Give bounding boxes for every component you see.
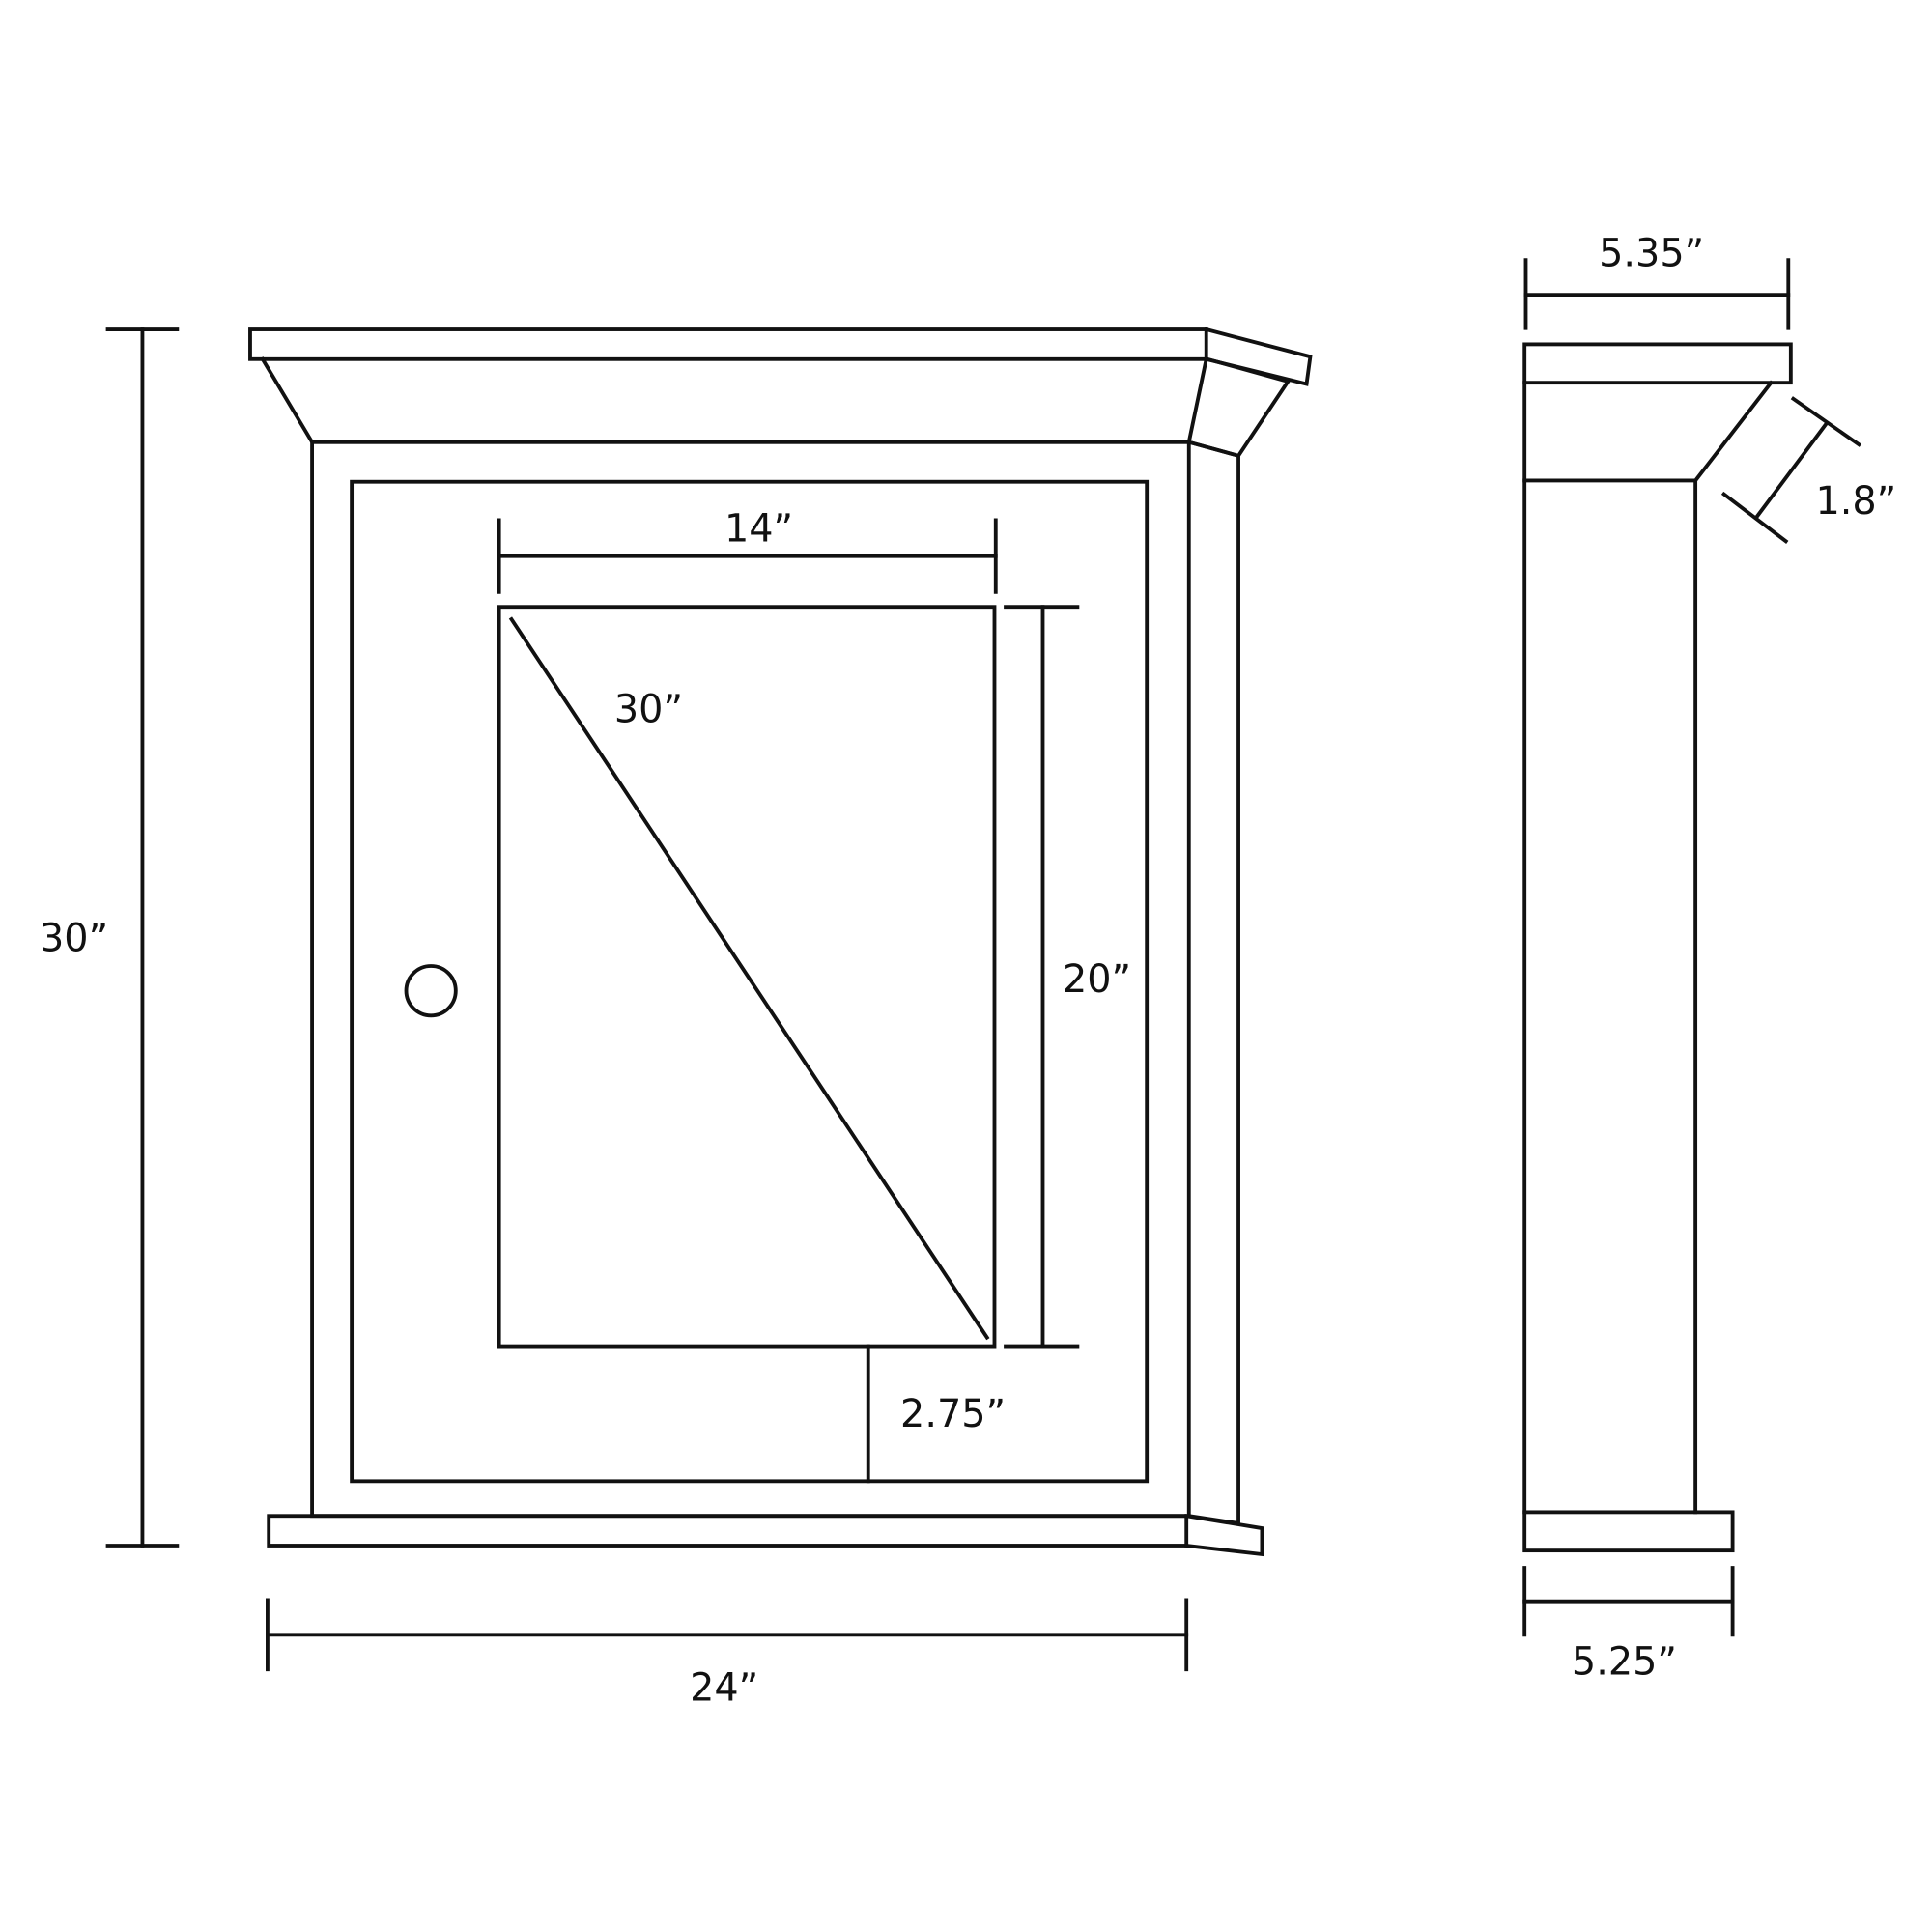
base-board <box>267 1514 1189 1548</box>
mirror-height-label: 20” <box>1063 957 1131 1002</box>
bottom-depth-label: 5.25” <box>1572 1639 1677 1684</box>
crown-depth-label: 1.8” <box>1815 479 1896 524</box>
mirror-diagonal-label: 30” <box>614 687 683 731</box>
side-base <box>1522 1510 1735 1553</box>
cabinet-side <box>1186 440 1240 1526</box>
base-side-return <box>1183 1514 1264 1557</box>
mirror-width-label: 14” <box>724 506 793 551</box>
crown-top-board <box>248 327 1208 361</box>
crown-depth-tick <box>1720 491 1789 544</box>
crown-depth-dimension-line <box>1753 422 1829 521</box>
side-crown-molding <box>1522 380 1775 483</box>
door-panel <box>350 479 1150 1484</box>
mirror <box>497 605 997 1349</box>
side-view: 5.35” 1.8” 5.25” <box>1522 232 1896 1684</box>
top-depth-label: 5.35” <box>1599 232 1704 276</box>
overall-height-label: 30” <box>40 917 108 961</box>
crown-molding <box>260 356 1208 444</box>
mirror-diagonal-line <box>508 616 990 1341</box>
crown-side-return <box>1204 327 1313 386</box>
overall-width-label: 24” <box>690 1665 758 1710</box>
crown-depth-tick <box>1790 396 1862 447</box>
door-knob <box>404 964 458 1018</box>
front-view: 30” 24” 14” 20” 30” 2.75” <box>40 327 1313 1710</box>
mirror-bottom-offset-label: 2.75” <box>900 1392 1006 1436</box>
side-crown-top <box>1522 342 1793 385</box>
